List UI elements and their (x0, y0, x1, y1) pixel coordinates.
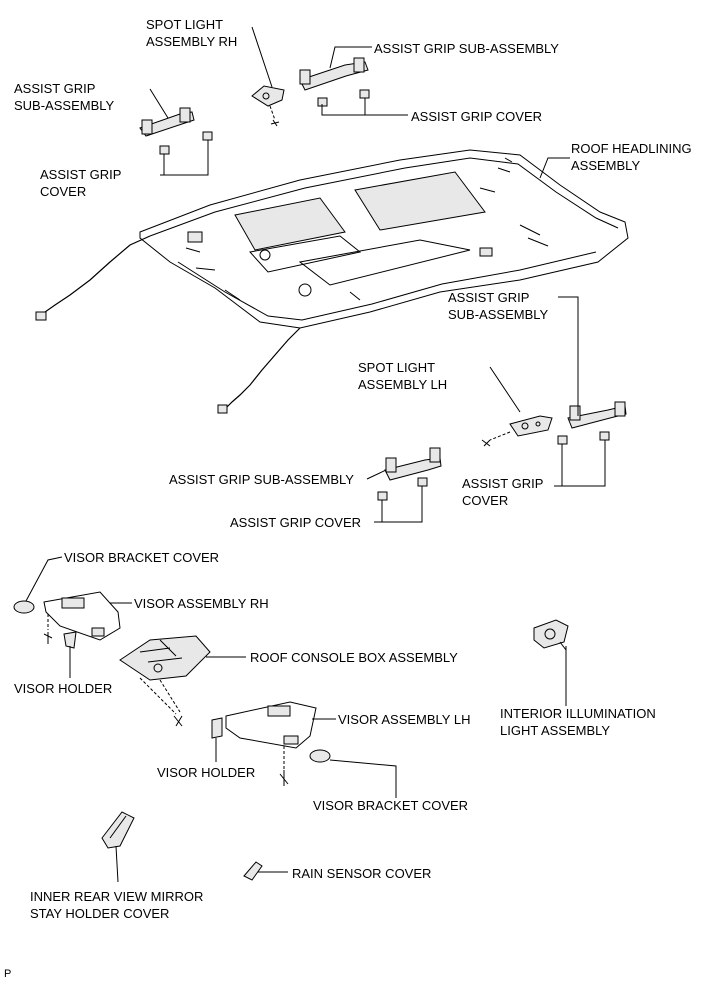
label-spot-light-lh: SPOT LIGHT ASSEMBLY LH (358, 360, 448, 392)
label-assist-grip-cover-right: ASSIST GRIP COVER (462, 476, 544, 508)
spot-light-rh-drawing (251, 85, 285, 127)
leader-lines (25, 26, 606, 883)
label-assist-grip-cover-top: ASSIST GRIP COVER (411, 109, 543, 124)
label-roof-console-box: ROOF CONSOLE BOX ASSEMBLY (250, 650, 458, 665)
visor-bracket-cover-bottom-drawing (309, 749, 331, 763)
left-wire-harness (41, 235, 151, 319)
roof-console-box-drawing (119, 635, 211, 727)
label-rain-sensor-cover: RAIN SENSOR COVER (292, 866, 432, 881)
lower-wire-connector (217, 404, 228, 414)
rain-sensor-cover-drawing (243, 861, 263, 881)
visor-rh-drawing (43, 591, 121, 649)
label-visor-holder-mid: VISOR HOLDER (157, 765, 256, 780)
visor-bracket-cover-top-drawing (13, 600, 35, 614)
visor-holder-mid-drawing (211, 717, 223, 739)
footer-mark: P (4, 968, 12, 980)
visor-lh-drawing (225, 701, 317, 786)
assist-grip-left-drawing (139, 107, 213, 155)
label-assist-grip-sub-mid: ASSIST GRIP SUB-ASSEMBLY (169, 472, 354, 487)
label-assist-grip-sub-top: ASSIST GRIP SUB-ASSEMBLY (374, 41, 559, 56)
label-inner-rear-view-mirror: INNER REAR VIEW MIRROR STAY HOLDER COVER (30, 889, 204, 921)
mirror-stay-holder-cover-drawing (101, 811, 135, 849)
label-assist-grip-sub-right: ASSIST GRIP SUB-ASSEMBLY (448, 290, 549, 322)
assist-grip-mid-drawing (377, 447, 442, 501)
label-visor-bracket-cover-bottom: VISOR BRACKET COVER (313, 798, 469, 813)
interior-illumination-light-drawing (533, 619, 569, 651)
left-wire-connector (35, 311, 47, 321)
label-assist-grip-cover-left: ASSIST GRIP COVER (40, 167, 122, 199)
spot-light-lh-drawing (481, 415, 553, 447)
label-assist-grip-cover-mid: ASSIST GRIP COVER (230, 515, 362, 530)
label-roof-headlining: ROOF HEADLINING ASSEMBLY (571, 141, 692, 173)
label-spot-light-rh: SPOT LIGHT ASSEMBLY RH (146, 17, 238, 49)
roof-headlining-assembly-drawing (139, 149, 629, 329)
lower-wire-harness (225, 327, 301, 409)
label-visor-holder-left: VISOR HOLDER (14, 681, 113, 696)
label-visor-assembly-lh: VISOR ASSEMBLY LH (338, 712, 471, 727)
label-visor-assembly-rh: VISOR ASSEMBLY RH (134, 596, 269, 611)
label-interior-illumination: INTERIOR ILLUMINATION LIGHT ASSEMBLY (500, 706, 656, 738)
assist-grip-top-drawing (299, 57, 370, 107)
label-visor-bracket-cover-top: VISOR BRACKET COVER (64, 550, 220, 565)
assist-grip-right-drawing (557, 401, 627, 445)
label-assist-grip-sub-left: ASSIST GRIP SUB-ASSEMBLY (14, 81, 115, 113)
